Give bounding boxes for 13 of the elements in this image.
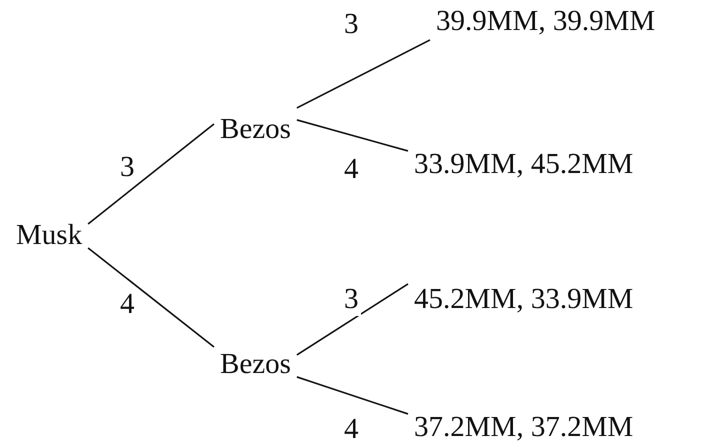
payoff-label: 33.9MM, 45.2MM [410, 147, 638, 183]
root-player-label: Musk [12, 218, 86, 254]
payoff-label: 39.9MM, 39.9MM [432, 4, 660, 40]
branch-line [296, 376, 408, 415]
payoff-label: 37.2MM, 37.2MM [410, 410, 638, 444]
branch-line [88, 247, 214, 348]
payoff-label: 45.2MM, 33.9MM [410, 282, 638, 318]
branch-line [88, 123, 214, 225]
player-label: Bezos [216, 347, 295, 383]
branch-line [296, 119, 408, 152]
branch-line [296, 39, 430, 109]
branch-line [296, 283, 408, 356]
player-label: Bezos [216, 112, 295, 148]
